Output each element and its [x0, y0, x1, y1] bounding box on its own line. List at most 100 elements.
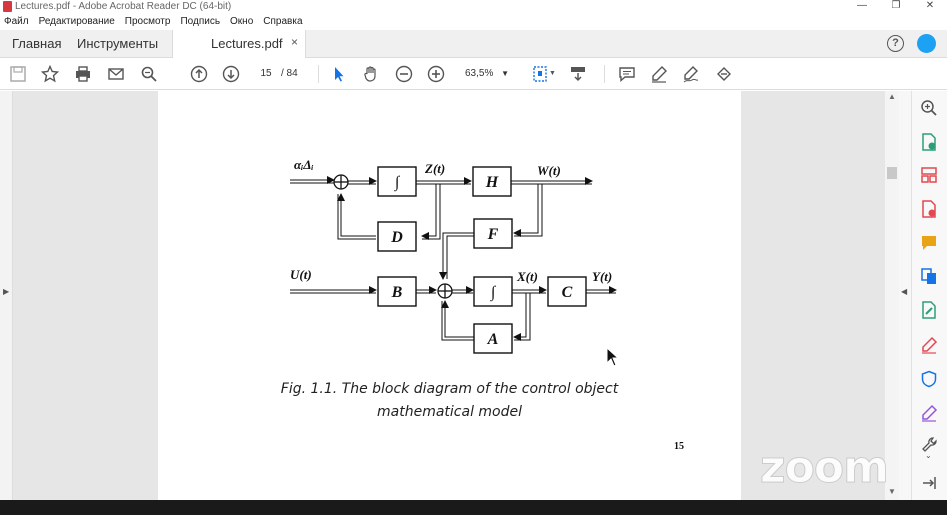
organize-pages-icon[interactable]	[920, 166, 938, 184]
block-diagram: ∫ H D F B ∫ C A αᵢΔᵢ Z(t) W(t) U(t) X(t)…	[290, 157, 617, 354]
scroll-down-icon[interactable]: ▼	[888, 487, 896, 496]
block-integrator-top	[377, 166, 417, 197]
zoom-out-icon[interactable]	[394, 64, 414, 84]
left-panel-collapsed[interactable]: ▶	[0, 91, 13, 500]
menu-bar: Файл Редактирование Просмотр Подпись Окн…	[0, 14, 947, 30]
comment-rail-icon[interactable]	[920, 234, 938, 252]
print-icon[interactable]	[73, 64, 93, 84]
expand-left-panel-icon[interactable]: ▶	[3, 287, 10, 296]
block-b	[377, 276, 417, 307]
more-tools-wrench-icon[interactable]	[920, 436, 938, 454]
comment-icon[interactable]	[617, 64, 637, 84]
share-icon[interactable]	[714, 64, 734, 84]
signal-label-u: U(t)	[290, 267, 312, 282]
edit-pdf-icon[interactable]	[920, 301, 938, 319]
zoom-in-icon[interactable]	[426, 64, 446, 84]
tab-document[interactable]: Lectures.pdf ×	[172, 30, 306, 58]
create-pdf-icon[interactable]	[920, 200, 938, 218]
collapse-rail-icon[interactable]	[920, 474, 938, 492]
scroll-up-icon[interactable]: ▲	[888, 92, 896, 101]
fit-page-chevron-icon[interactable]: ▼	[549, 70, 556, 77]
maximize-button[interactable]: ❐	[891, 0, 901, 11]
toolbar-separator	[318, 65, 319, 83]
block-d	[377, 221, 417, 252]
figure-caption-line-2: mathematical model	[377, 404, 522, 420]
document-viewport: ▶	[0, 91, 947, 500]
account-icon[interactable]	[917, 34, 936, 53]
protect-shield-icon[interactable]	[920, 370, 938, 388]
zoom-level-select[interactable]: 63,5% ▼	[459, 66, 511, 82]
combine-files-icon[interactable]	[920, 267, 938, 285]
signal-label-y: Y(t)	[592, 269, 612, 284]
summation-node	[437, 283, 453, 299]
export-pdf-icon[interactable]	[920, 133, 938, 151]
summation-node	[333, 174, 349, 190]
block-integrator-top-label: ∫	[394, 174, 401, 192]
fill-sign-icon[interactable]	[920, 336, 938, 354]
figure-caption: Fig. 1.1. The block diagram of the contr…	[158, 378, 741, 424]
highlight-pen-icon[interactable]	[649, 64, 669, 84]
menu-file[interactable]: Файл	[4, 16, 29, 27]
previous-page-icon[interactable]	[189, 64, 209, 84]
page-number-footer: 15	[674, 441, 684, 452]
right-panel-toggle[interactable]: ◀	[899, 91, 911, 500]
help-icon[interactable]: ?	[887, 35, 904, 52]
chevron-down-icon: ▼	[501, 69, 509, 78]
pdf-page: ∫ H D F B ∫ C A αᵢΔᵢ Z(t) W(t) U(t) X(t)…	[158, 91, 741, 500]
tab-home[interactable]: Главная	[12, 36, 62, 51]
window-controls: — ❐ ✕	[845, 0, 947, 14]
window-title: Lectures.pdf - Adobe Acrobat Reader DC (…	[15, 1, 232, 12]
menu-edit[interactable]: Редактирование	[38, 16, 115, 27]
hand-tool-icon[interactable]	[361, 64, 381, 84]
scroll-mode-icon[interactable]	[568, 64, 588, 84]
block-f-label: F	[487, 226, 499, 243]
zoom-search-icon[interactable]	[920, 99, 938, 117]
tab-bar: Главная Инструменты Lectures.pdf × ?	[0, 30, 947, 58]
next-page-icon[interactable]	[221, 64, 241, 84]
menu-view[interactable]: Просмотр	[124, 16, 171, 27]
title-bar: Lectures.pdf - Adobe Acrobat Reader DC (…	[0, 0, 947, 14]
block-integrator-bottom	[473, 276, 513, 307]
signal-label-x: X(t)	[516, 269, 538, 284]
page-number-input[interactable]: 15	[260, 68, 272, 79]
block-d-label: D	[390, 229, 403, 246]
zoom-level-value: 63,5%	[465, 68, 494, 79]
block-h-label: H	[485, 174, 499, 191]
fit-page-icon[interactable]	[531, 64, 551, 84]
close-window-button[interactable]: ✕	[925, 0, 935, 11]
email-icon[interactable]	[106, 64, 126, 84]
signal-label-w: W(t)	[537, 163, 561, 178]
bookmark-star-icon[interactable]	[40, 64, 60, 84]
block-a-label: A	[487, 331, 499, 348]
menu-window[interactable]: Окно	[230, 16, 254, 27]
block-h	[472, 166, 512, 197]
block-a	[473, 323, 513, 354]
save-icon[interactable]	[8, 64, 28, 84]
tab-document-label: Lectures.pdf	[211, 36, 283, 51]
tab-tools[interactable]: Инструменты	[77, 36, 159, 51]
minimize-button[interactable]: —	[857, 0, 867, 11]
close-tab-icon[interactable]: ×	[290, 35, 298, 49]
scrollbar-thumb[interactable]	[887, 167, 897, 179]
draw-sign-icon[interactable]	[681, 64, 701, 84]
block-integrator-bottom-label: ∫	[490, 284, 497, 302]
vertical-scrollbar[interactable]: ▲ ▼	[885, 91, 899, 500]
select-cursor-icon[interactable]	[329, 64, 349, 84]
toolbar-separator	[604, 65, 605, 83]
chevron-down-icon[interactable]: ⌄	[925, 451, 932, 460]
menu-sign[interactable]: Подпись	[180, 16, 221, 27]
signal-label-alpha: αᵢΔᵢ	[294, 157, 314, 172]
figure-caption-line-1: Fig. 1.1. The block diagram of the contr…	[280, 381, 619, 397]
bottom-bar	[0, 500, 947, 515]
menu-help[interactable]: Справка	[263, 16, 303, 27]
collapse-right-panel-icon[interactable]: ◀	[901, 287, 908, 296]
signal-label-z: Z(t)	[424, 161, 445, 176]
block-c	[547, 276, 587, 307]
acrobat-app-icon	[3, 1, 12, 12]
toolbar: 15 / 84 63,5% ▼ ▼	[0, 58, 947, 90]
page-total: / 84	[281, 68, 298, 79]
tools-rail: ⌄	[911, 91, 947, 500]
send-for-signature-icon[interactable]	[920, 404, 938, 422]
block-c-label: C	[562, 284, 573, 301]
search-icon[interactable]	[139, 64, 159, 84]
